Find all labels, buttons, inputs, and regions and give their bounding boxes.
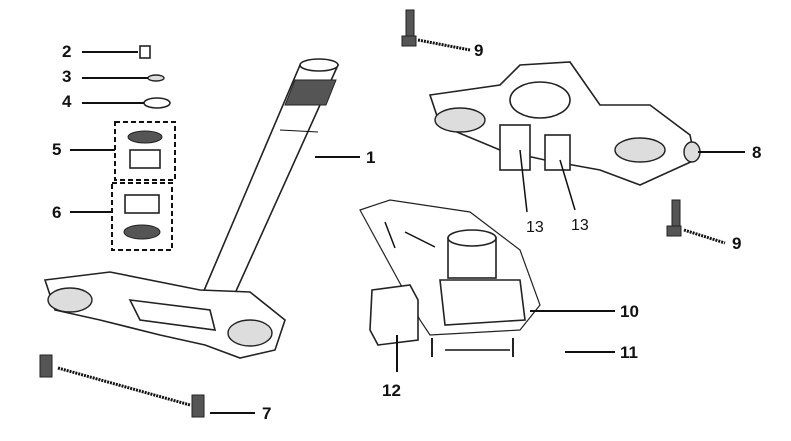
bolt-part-2	[139, 45, 151, 59]
callout-4: 4	[62, 92, 72, 111]
leader-lines	[70, 51, 745, 414]
cover-part-12	[369, 284, 419, 346]
callout-6: 6	[52, 203, 62, 222]
callout-3: 3	[62, 67, 72, 86]
callout-8: 8	[752, 143, 762, 162]
callout-1: 1	[366, 148, 376, 167]
bearing-set-5	[114, 121, 176, 181]
bolt-9-right	[666, 199, 726, 245]
callout-9-right: 9	[732, 234, 742, 253]
bearing-set-6	[111, 182, 173, 251]
callout-5: 5	[52, 140, 62, 159]
callout-11: 11	[620, 343, 638, 362]
top-bracket	[428, 61, 701, 186]
callout-13-right: 13	[571, 217, 589, 234]
callout-13-left: 13	[526, 219, 544, 236]
steering-stem	[198, 58, 340, 301]
lower-bracket	[43, 271, 286, 359]
callout-7: 7	[262, 404, 272, 423]
washer-part-4	[143, 97, 171, 109]
callout-9-top: 9	[474, 41, 484, 60]
bolt-9-top	[401, 9, 471, 52]
washer-part-3	[147, 74, 165, 82]
callout-2: 2	[62, 42, 72, 61]
callout-10: 10	[620, 302, 639, 321]
callout-12: 12	[382, 381, 401, 400]
ignition-switch	[359, 199, 541, 357]
bolt-7	[39, 354, 205, 418]
